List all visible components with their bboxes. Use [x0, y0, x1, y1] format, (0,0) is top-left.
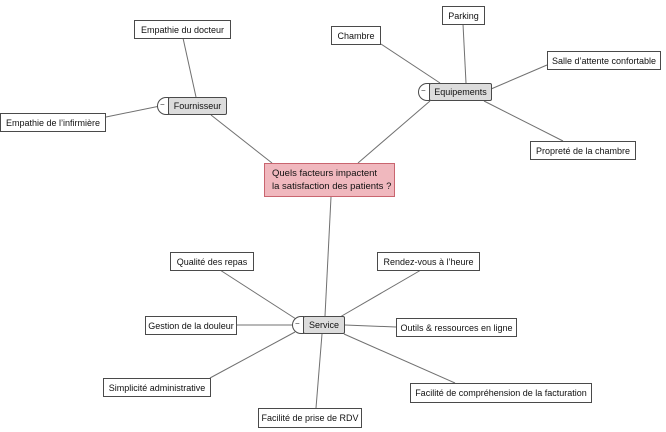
topic-parking[interactable]: Parking [442, 6, 485, 25]
link-service-qualite-repas [219, 269, 297, 320]
topic-rendez-vous-heure[interactable]: Rendez-vous à l’heure [377, 252, 480, 271]
link-equipements-salle [490, 64, 548, 90]
link-service-facturation [343, 333, 456, 384]
link-service-simplicite [209, 331, 296, 379]
link-service-prise-rdv [315, 333, 323, 409]
link-equipements-parking [462, 23, 467, 84]
link-equipements-chambre [380, 43, 441, 84]
central-topic[interactable]: Quels facteurs impactent la satisfaction… [264, 163, 395, 197]
link-central-service [324, 196, 332, 317]
link-central-equipements [357, 100, 431, 164]
topic-empathie-infirmiere[interactable]: Empathie de l’infirmière [0, 113, 106, 132]
topic-proprete-chambre[interactable]: Propreté de la chambre [530, 141, 636, 160]
link-fournisseur-empathie-docteur [182, 37, 197, 98]
link-service-outils [344, 324, 397, 328]
topic-salle-attente[interactable]: Salle d’attente confortable [547, 51, 661, 70]
topic-chambre[interactable]: Chambre [331, 26, 381, 45]
topic-prise-rdv[interactable]: Facilité de prise de RDV [258, 408, 362, 428]
topic-gestion-douleur[interactable]: Gestion de la douleur [145, 316, 237, 335]
branch-fournisseur[interactable]: Fournisseur [168, 97, 227, 115]
topic-qualite-repas[interactable]: Qualité des repas [170, 252, 254, 271]
topic-comprehension-facturation[interactable]: Facilité de compréhension de la facturat… [410, 383, 592, 403]
topic-outils-ressources[interactable]: Outils & ressources en ligne [396, 318, 517, 337]
link-service-rendez-vous [339, 269, 422, 318]
branch-service[interactable]: Service [303, 316, 345, 334]
central-topic-line1: Quels facteurs impactent [272, 168, 378, 179]
topic-simplicite-administrative[interactable]: Simplicité administrative [103, 378, 211, 397]
link-fournisseur-empathie-infirmiere [105, 105, 161, 118]
central-topic-line2: la satisfaction des patients ? [272, 180, 392, 192]
topic-empathie-docteur[interactable]: Empathie du docteur [134, 20, 231, 39]
link-equipements-proprete [483, 100, 564, 142]
branch-equipements[interactable]: Equipements [429, 83, 492, 101]
link-central-fournisseur [210, 114, 273, 164]
